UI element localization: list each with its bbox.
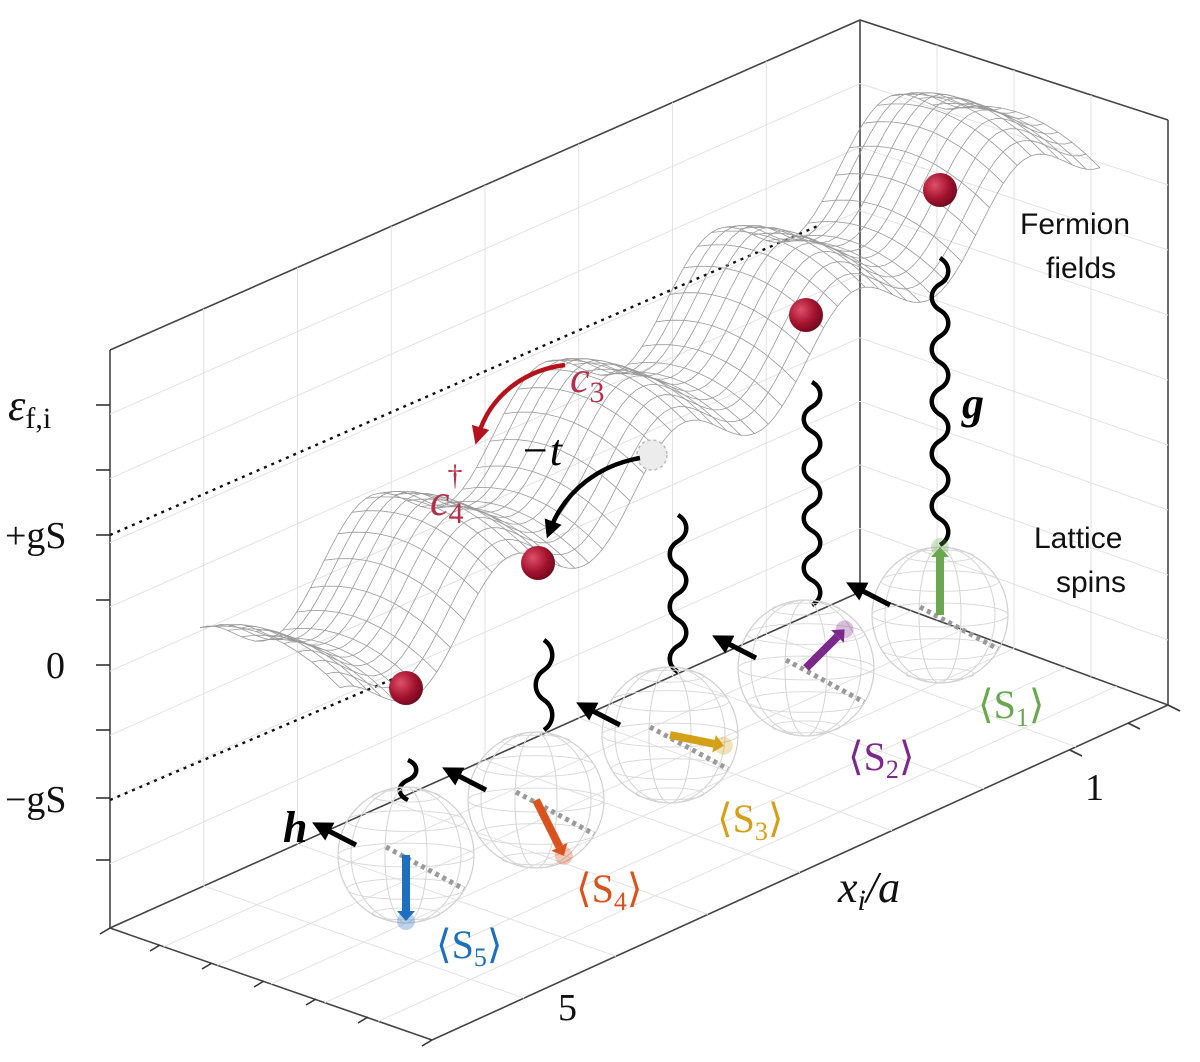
coupling-label: g — [961, 379, 984, 428]
fermion-ball-4 — [521, 546, 555, 580]
back-grid — [109, 45, 1169, 1022]
spin-spheres — [312, 538, 1009, 930]
fermion-ball-5 — [389, 671, 423, 705]
spin-label-5: ⟨S5⟩ — [436, 922, 502, 972]
spin-sphere-5 — [312, 786, 475, 930]
spin-label-4: ⟨S4⟩ — [576, 866, 642, 916]
coupling-lines — [397, 256, 951, 803]
annihilation-label: c3 — [570, 353, 605, 409]
field-arrow-3 — [576, 702, 622, 728]
spin-label-3: ⟨S3⟩ — [717, 796, 783, 846]
tick-minus-gs: −gS — [5, 779, 67, 821]
fermion-ball-empty — [636, 439, 668, 471]
coupling-line-3 — [667, 513, 689, 674]
svg-text:fields: fields — [1046, 252, 1116, 285]
tick-pos-5: 5 — [558, 987, 577, 1029]
fermion-fields-label: Fermion fields — [1020, 208, 1130, 285]
fermion-energy-surface — [199, 92, 1101, 702]
svg-text:Fermion: Fermion — [1020, 208, 1130, 241]
fermion-particles — [389, 173, 957, 705]
tick-plus-gs: +gS — [5, 515, 67, 557]
position-axis-label: xi/a — [837, 863, 900, 917]
coupling-line-5 — [397, 757, 419, 803]
fermion-ball-1 — [923, 173, 957, 207]
depth-axis-ticks — [99, 704, 1181, 1047]
coupling-line-4 — [533, 638, 555, 732]
spin-sphere-3 — [576, 666, 739, 804]
field-arrow-2 — [712, 635, 758, 661]
plus-gs-line — [109, 223, 821, 537]
field-label: h — [283, 803, 307, 852]
spin-label-1: ⟨S1⟩ — [978, 682, 1044, 732]
svg-text:spins: spins — [1056, 566, 1126, 599]
svg-text:Lattice: Lattice — [1034, 522, 1122, 555]
reference-lines — [109, 223, 821, 802]
lattice-spins-label: Lattice spins — [1034, 522, 1126, 599]
hopping-arrow — [544, 455, 641, 539]
spin-sphere-2 — [712, 599, 875, 737]
hopping-label: −t — [520, 426, 564, 475]
field-arrow-4 — [442, 767, 488, 793]
field-arrow-5 — [312, 822, 358, 848]
tick-zero: 0 — [46, 645, 65, 687]
spin-sphere-4 — [442, 731, 605, 869]
operator-arrow — [471, 362, 566, 445]
fermion-ball-2 — [789, 298, 823, 332]
minus-gs-line — [109, 674, 401, 802]
energy-tick-labels: +gS 0 −gS — [5, 515, 67, 821]
spin-sphere-1 — [846, 538, 1009, 684]
energy-axis-label: εf,i — [8, 381, 51, 435]
coupling-line-2 — [801, 380, 823, 607]
creation-label: c†4 — [430, 459, 464, 530]
spin-label-2: ⟨S2⟩ — [848, 734, 914, 784]
tick-pos-1: 1 — [1085, 767, 1104, 809]
energy-axis-ticks — [96, 404, 110, 861]
field-arrow-1 — [846, 582, 892, 608]
coupling-line-1 — [929, 256, 951, 547]
